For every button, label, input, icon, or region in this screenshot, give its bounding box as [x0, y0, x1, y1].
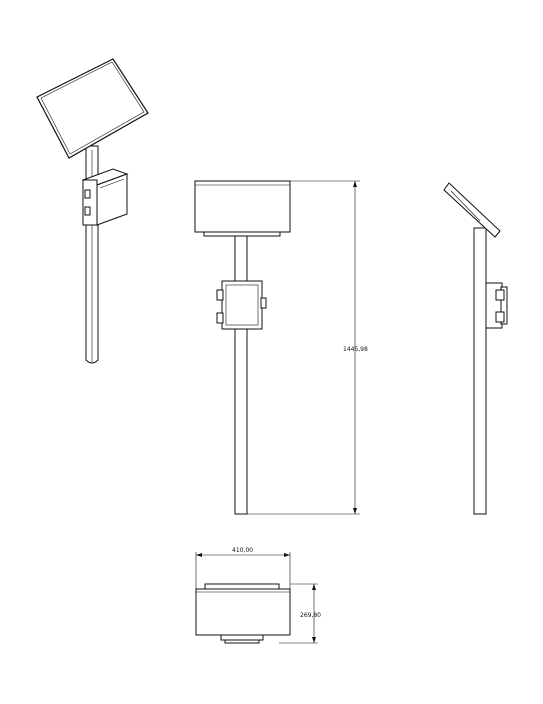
top-solar-panel	[195, 583, 291, 644]
front-solar-panel	[194, 180, 291, 237]
panel-width-label: 410,00	[232, 547, 253, 554]
height-dimension: 1445,98	[247, 180, 368, 515]
iso-junction-box	[81, 168, 129, 226]
width-dimension: 410,00	[195, 547, 291, 589]
pole-height-label: 1445,98	[343, 346, 368, 353]
side-pole	[473, 227, 487, 515]
front-junction-box	[216, 280, 267, 330]
isometric-view	[36, 58, 149, 364]
panel-depth-label: 269,80	[300, 612, 321, 619]
front-view: 1445,98	[194, 180, 368, 515]
depth-dimension: 269,80	[279, 583, 321, 644]
top-view: 410,00 269,80	[195, 547, 321, 644]
front-pole	[234, 235, 248, 515]
side-view	[443, 182, 508, 515]
side-junction-box	[485, 282, 508, 329]
iso-solar-panel	[36, 58, 149, 159]
side-solar-panel	[443, 182, 501, 238]
